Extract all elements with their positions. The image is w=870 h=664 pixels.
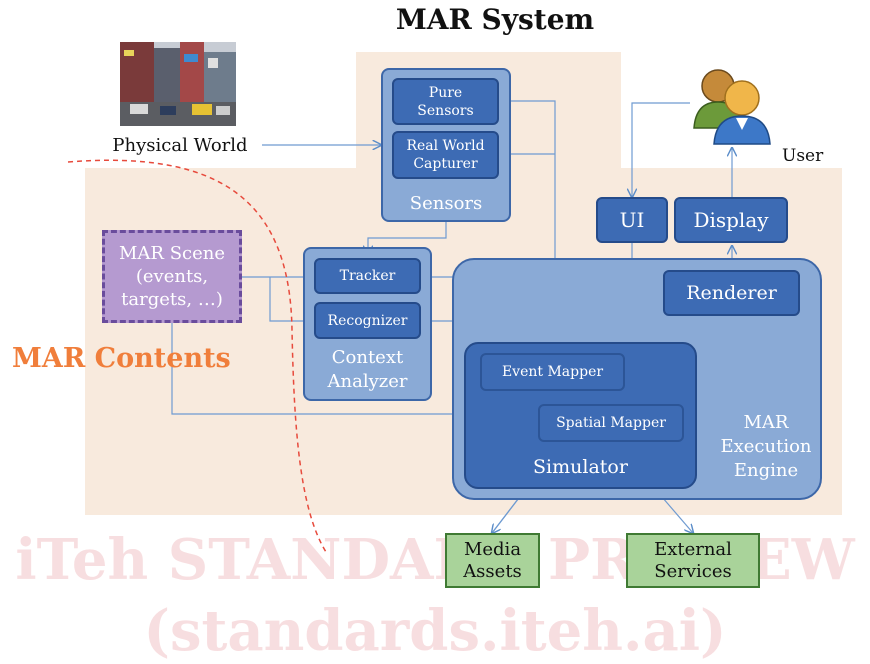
- page-title: MAR System: [395, 3, 595, 36]
- spatial-mapper-box: Spatial Mapper: [538, 404, 684, 442]
- real-world-capturer-line1: Real World: [406, 138, 485, 154]
- display-box: Display: [674, 197, 788, 243]
- mar-scene-line2: (events,: [135, 266, 209, 287]
- user-icon: [690, 64, 780, 146]
- watermark-line2: (standards.iteh.ai): [143, 598, 727, 664]
- renderer-box: Renderer: [663, 270, 800, 316]
- engine-label-1: MAR: [743, 412, 789, 433]
- media-assets-box: Media Assets: [445, 533, 540, 588]
- context-analyzer-label-2: Analyzer: [327, 371, 408, 392]
- pure-sensors-box: Pure Sensors: [392, 78, 499, 125]
- event-mapper-box: Event Mapper: [480, 353, 625, 391]
- street-photo: [120, 42, 236, 126]
- mar-scene-box: MAR Scene (events, targets, …): [102, 230, 242, 323]
- mar-contents-boundary: [67, 159, 327, 553]
- tracker-box: Tracker: [314, 258, 421, 294]
- mar-contents-label: MAR Contents: [12, 343, 231, 374]
- engine-label-2: Execution: [720, 436, 812, 457]
- context-analyzer-label-1: Context: [331, 347, 404, 368]
- simulator-label: Simulator: [533, 456, 628, 478]
- media-assets-line1: Media: [463, 538, 522, 560]
- external-services-line2: Services: [654, 560, 732, 582]
- media-assets-line2: Assets: [463, 560, 522, 582]
- real-world-capturer-box: Real World Capturer: [392, 131, 499, 179]
- ui-box: UI: [596, 197, 668, 243]
- engine-label-3: Engine: [733, 460, 799, 481]
- pure-sensors-line2: Sensors: [417, 102, 474, 119]
- external-services-box: External Services: [626, 533, 760, 588]
- physical-world-label: Physical World: [112, 135, 248, 156]
- recognizer-box: Recognizer: [314, 302, 421, 339]
- mar-scene-line1: MAR Scene: [118, 243, 225, 264]
- external-services-line1: External: [654, 538, 732, 560]
- sensors-group-label: Sensors: [409, 193, 483, 214]
- user-label: User: [782, 146, 824, 166]
- real-world-capturer-line2: Capturer: [413, 156, 478, 172]
- mar-scene-line3: targets, …): [121, 289, 223, 310]
- pure-sensors-line1: Pure: [428, 84, 463, 101]
